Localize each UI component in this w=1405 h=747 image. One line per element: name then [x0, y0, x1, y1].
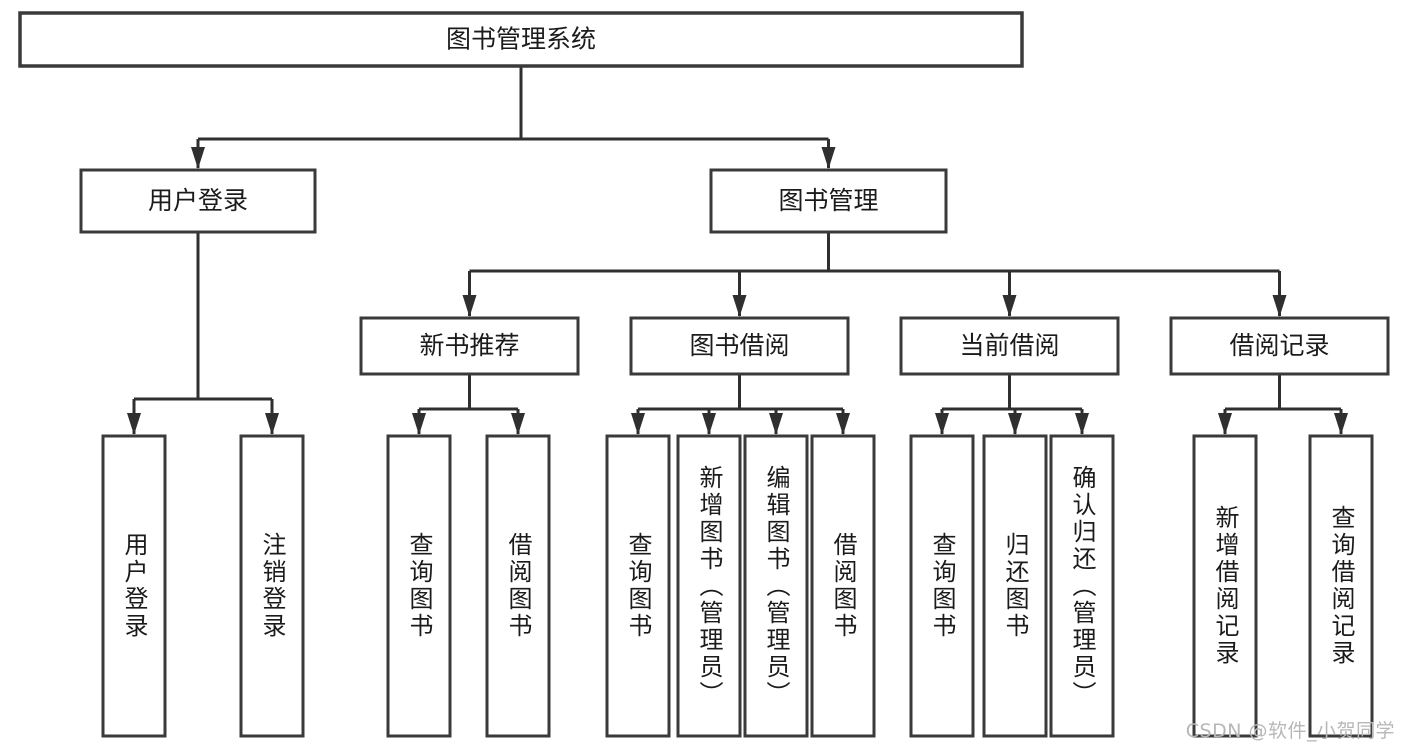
node-leaf-leaf-query-record-rect	[1308, 434, 1374, 738]
node-level3-n-new-book-rec-rect	[359, 316, 580, 376]
arrow-head-level3-0	[462, 295, 477, 317]
node-level2-n-user-login[interactable]: 用户登录	[79, 168, 317, 234]
arrow-head-leaf-n-borrow-record-1	[1334, 413, 1348, 435]
node-leaf-leaf-user-login-rect	[101, 434, 167, 738]
arrow-head-level2-1	[821, 147, 836, 169]
node-leaf-leaf-confirm-return[interactable]	[1049, 434, 1115, 738]
node-level3-n-current-borrow-label: 当前借阅	[959, 331, 1059, 360]
arrow-head-leaf-n-current-borrow-1	[1008, 413, 1022, 435]
node-level3-n-borrow-record[interactable]: 借阅记录	[1169, 316, 1390, 376]
node-level2-n-book-manage-rect	[709, 168, 948, 234]
arrow-head-leaf-n-new-book-rec-0	[412, 413, 426, 435]
node-leaf-leaf-query-book-3[interactable]	[909, 434, 975, 738]
node-level3-n-current-borrow[interactable]: 当前借阅	[899, 316, 1120, 376]
node-root-system-rect	[18, 11, 1024, 68]
node-leaf-leaf-query-book-3-rect	[909, 434, 975, 738]
arrow-head-leaf-n-user-login-1	[265, 413, 279, 435]
node-level3-n-current-borrow-rect	[899, 316, 1120, 376]
arrow-head-leaf-n-user-login-0	[127, 413, 141, 435]
node-level2-n-user-login-label: 用户登录	[148, 186, 248, 215]
node-leaf-leaf-borrow-book-1-rect	[485, 434, 551, 738]
node-level3-n-book-borrow-label: 图书借阅	[689, 331, 789, 360]
node-leaf-leaf-return-book-rect	[982, 434, 1048, 738]
arrow-head-level3-2	[1002, 295, 1017, 317]
node-leaf-leaf-query-book-2-rect	[605, 434, 671, 738]
node-level3-n-book-borrow-rect	[629, 316, 850, 376]
node-leaf-leaf-return-book[interactable]	[982, 434, 1048, 738]
node-leaf-leaf-edit-book-rect	[743, 434, 809, 738]
node-leaf-leaf-add-book-rect	[676, 434, 742, 738]
node-level2-n-book-manage[interactable]: 图书管理	[709, 168, 948, 234]
node-leaf-leaf-confirm-return-rect	[1049, 434, 1115, 738]
node-leaf-leaf-logout-rect	[239, 434, 305, 738]
arrow-head-leaf-n-current-borrow-2	[1075, 413, 1089, 435]
node-level3-n-new-book-rec-label: 新书推荐	[419, 331, 519, 360]
node-root-system[interactable]: 图书管理系统	[18, 11, 1024, 68]
node-root-system-label: 图书管理系统	[446, 25, 596, 54]
arrow-head-leaf-n-borrow-record-0	[1218, 413, 1232, 435]
arrow-head-leaf-n-book-borrow-1	[702, 413, 716, 435]
arrow-head-leaf-n-book-borrow-3	[836, 413, 850, 435]
node-level3-n-borrow-record-label: 借阅记录	[1229, 331, 1329, 360]
node-leaf-leaf-add-book[interactable]	[676, 434, 742, 738]
arrow-head-leaf-n-current-borrow-0	[935, 413, 949, 435]
node-leaf-leaf-query-record[interactable]	[1308, 434, 1374, 738]
node-level3-n-new-book-rec[interactable]: 新书推荐	[359, 316, 580, 376]
arrow-head-leaf-n-book-borrow-2	[769, 413, 783, 435]
node-leaf-leaf-query-book-2[interactable]	[605, 434, 671, 738]
node-leaf-leaf-borrow-book-2-rect	[810, 434, 876, 738]
arrow-head-leaf-n-book-borrow-0	[631, 413, 645, 435]
node-leaf-leaf-query-book-1-rect	[386, 434, 452, 738]
node-leaf-leaf-query-book-1[interactable]	[386, 434, 452, 738]
node-leaf-leaf-borrow-book-2[interactable]	[810, 434, 876, 738]
arrow-head-level3-3	[1272, 295, 1287, 317]
node-leaf-leaf-logout[interactable]	[239, 434, 305, 738]
node-leaf-leaf-edit-book[interactable]	[743, 434, 809, 738]
node-level2-n-user-login-rect	[79, 168, 317, 234]
node-level3-n-book-borrow[interactable]: 图书借阅	[629, 316, 850, 376]
node-level3-n-borrow-record-rect	[1169, 316, 1390, 376]
node-leaf-leaf-add-record-rect	[1192, 434, 1258, 738]
node-level2-n-book-manage-label: 图书管理	[778, 186, 878, 215]
arrow-head-leaf-n-new-book-rec-1	[511, 413, 525, 435]
arrow-head-level3-1	[732, 295, 747, 317]
arrow-head-level2-0	[191, 147, 205, 169]
node-leaf-leaf-add-record[interactable]	[1192, 434, 1258, 738]
node-leaf-leaf-borrow-book-1[interactable]	[485, 434, 551, 738]
node-leaf-leaf-user-login[interactable]	[101, 434, 167, 738]
